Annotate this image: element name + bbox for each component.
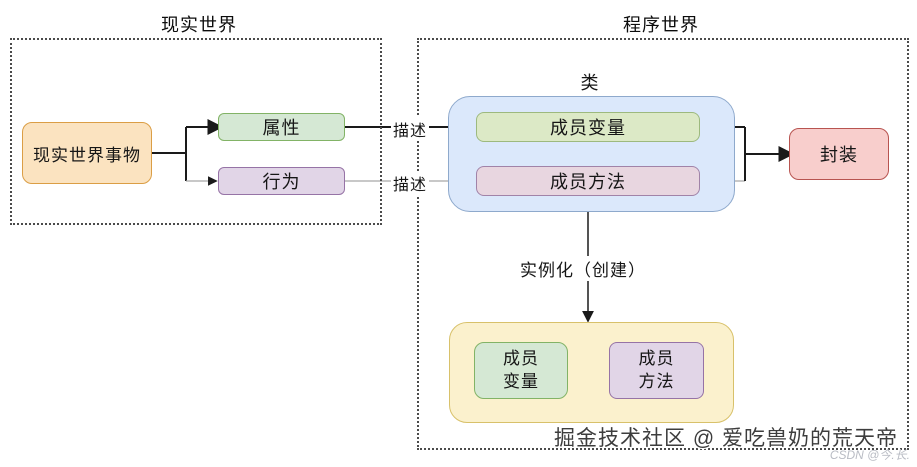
class-caption: 类: [580, 73, 600, 93]
real-world-thing-node: 现实世界事物: [22, 122, 152, 184]
program-world-region: [417, 38, 909, 450]
community-watermark: 掘金技术社区 @ 爱吃兽奶的荒天帝: [554, 427, 898, 450]
encapsulation-node: 封装: [789, 128, 889, 180]
instantiate-label: 实例化（创建）: [518, 256, 648, 281]
real-world-region: [10, 38, 382, 225]
member-variable-node: 成员变量: [476, 112, 700, 142]
object-member-variable-node: 成员变量: [474, 342, 568, 399]
behavior-node: 行为: [218, 167, 345, 195]
real-world-title: 现实世界: [161, 15, 237, 35]
program-world-title: 程序世界: [623, 15, 699, 35]
member-method-node: 成员方法: [476, 166, 700, 196]
object-member-variable-label: 成员变量: [503, 348, 539, 391]
describe-label-bottom: 描述: [391, 171, 430, 195]
describe-label-top: 描述: [391, 117, 430, 141]
object-member-method-node: 成员方法: [609, 342, 704, 399]
csdn-watermark: CSDN @今.长.: [829, 448, 910, 462]
attribute-node: 属性: [218, 113, 345, 141]
object-member-method-label: 成员方法: [638, 348, 675, 391]
